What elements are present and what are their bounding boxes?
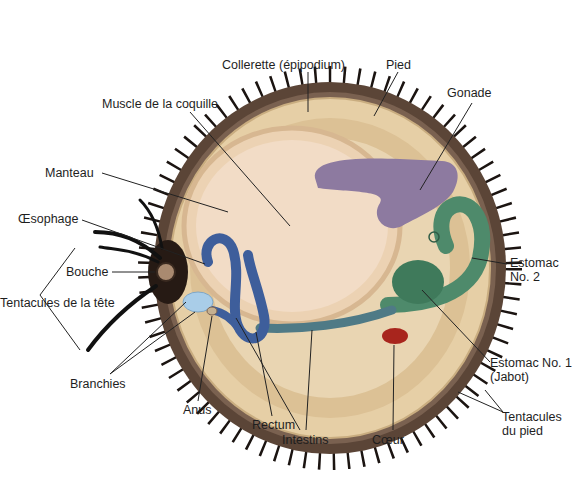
part-label: Pied [386,58,426,72]
part-label: Manteau [45,166,115,180]
part-label: Anus [183,403,233,417]
leader-lines [40,72,507,430]
leader-line [82,220,205,264]
part-label: Branchies [70,377,160,391]
leader-line [306,330,312,430]
part-label: Œsophage [18,212,98,226]
part-label: Collerette (épipodium) [222,58,382,72]
head-tentacle [100,247,158,262]
part-label: Bouche [66,265,126,279]
heart [382,328,408,344]
anus [207,307,217,315]
part-label: Estomac No. 2 [510,256,572,284]
leader-line [308,72,309,112]
shell-muscle [184,128,400,324]
part-label: Intestins [282,433,352,447]
leader-line [110,302,186,374]
epipodium [154,82,506,454]
head-tentacle [140,200,162,248]
foot-rim [164,92,496,444]
intestine-tube [260,310,392,328]
leader-line [422,290,490,362]
stomach-2 [388,204,482,305]
stomach-1 [392,260,444,304]
leader-line [256,332,272,416]
leader-line [198,316,212,401]
part-label: Tentacules de la tête [0,296,160,310]
part-label: Estomac No. 1 (Jabot) [490,356,574,384]
part-label: Muscle de la coquille [102,97,252,111]
leader-line [472,258,507,264]
body-inner [190,118,470,418]
leader-line [393,345,394,430]
stomach-detail [429,232,439,242]
foot-tentacles [147,75,513,461]
leader-line [102,173,228,212]
part-label: Rectum [252,418,312,432]
part-label: Gonade [447,86,517,100]
part-label: Tentacules du pied [502,410,574,438]
mantle [170,98,490,438]
intestine-loop [206,238,264,338]
leader-line [112,272,155,273]
leader-line [458,392,503,412]
leader-line [110,312,195,374]
leader-line [190,112,290,226]
leader-line [236,318,300,430]
mouth [157,263,175,281]
leader-line [485,390,503,412]
leader-line [420,103,472,190]
leader-line [374,72,398,116]
part-label: Cœur [372,433,422,447]
